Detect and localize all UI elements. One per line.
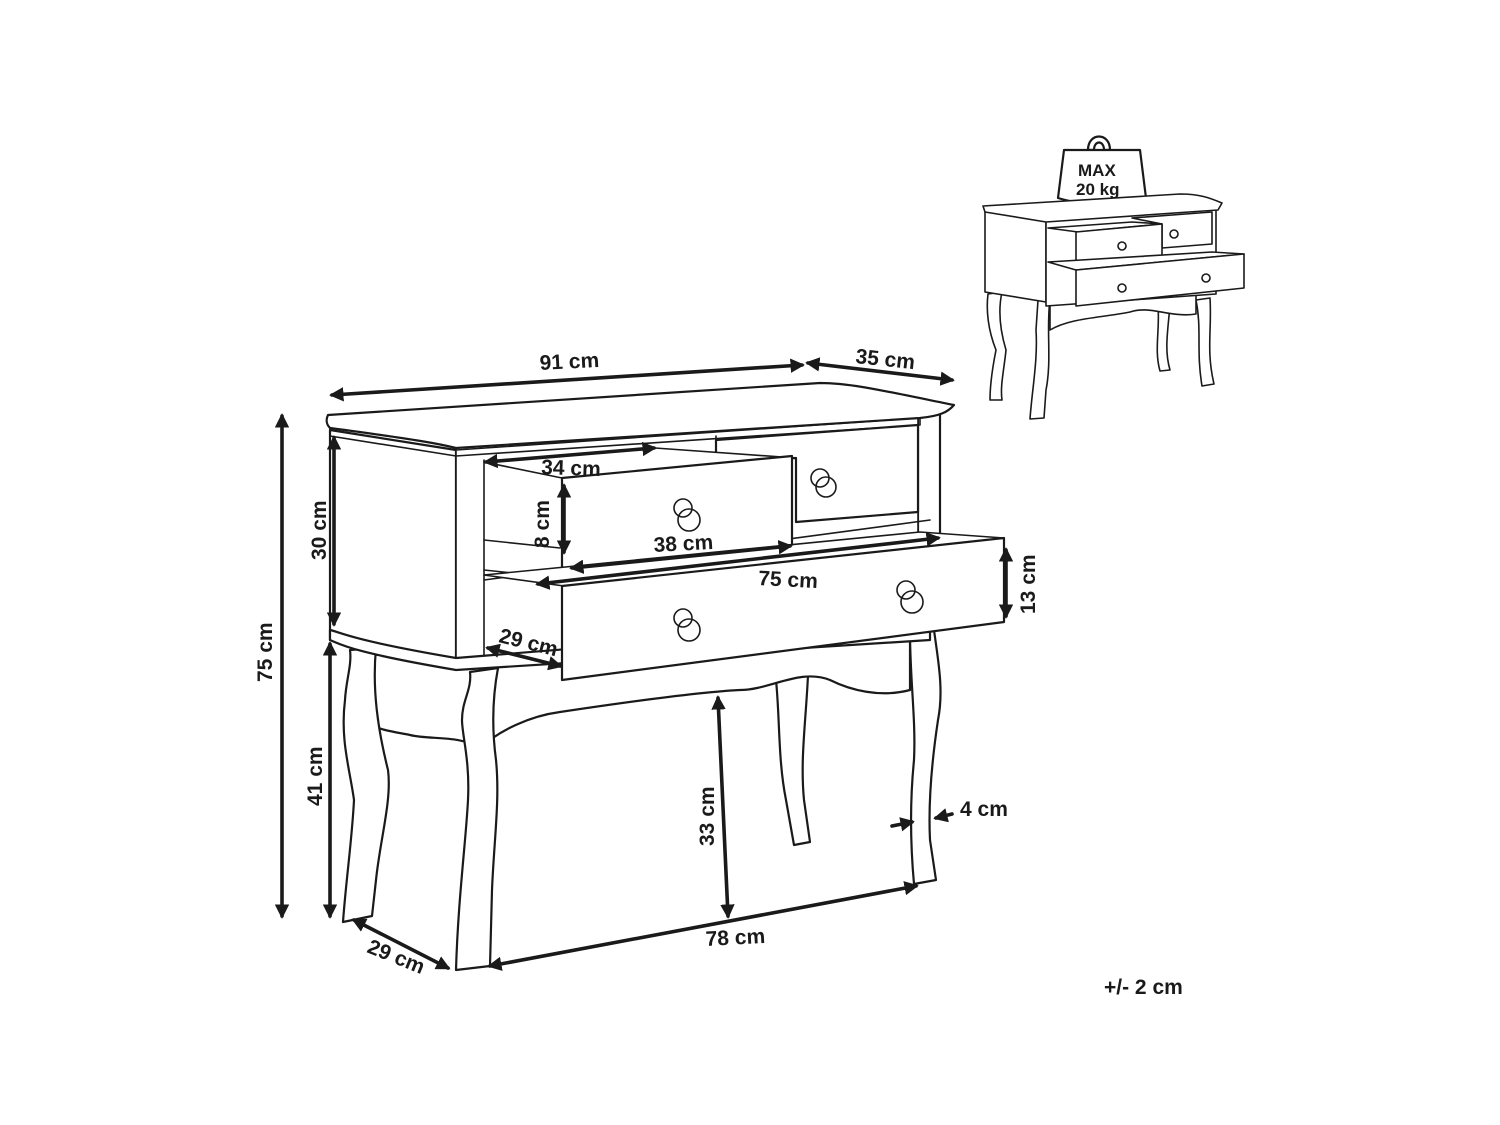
dimension-lines <box>274 357 1014 971</box>
label-width-total: 91 cm <box>539 349 600 375</box>
console-table-drawing <box>325 381 1006 972</box>
front-leg-right <box>908 628 942 886</box>
front-leg-middle <box>454 666 500 972</box>
dimension-labels: 91 cm 35 cm 75 cm 30 cm 41 cm 34 cm 8 cm… <box>254 345 1040 979</box>
label-small-drawer-height: 8 cm <box>531 500 554 548</box>
svg-text:MAX: MAX <box>1078 161 1116 180</box>
label-leg-thickness: 4 cm <box>960 798 1008 821</box>
back-leg-right <box>774 673 812 847</box>
label-small-drawer-front-width: 38 cm <box>653 531 714 557</box>
label-leg-span-width: 78 cm <box>705 925 766 951</box>
cabinet-left-side <box>328 428 458 666</box>
label-cabinet-height: 30 cm <box>308 500 331 560</box>
load-capacity-thumbnail: MAX 20 kg <box>982 135 1245 420</box>
weight-icon: MAX 20 kg <box>1056 135 1148 206</box>
ring-pull-icon <box>673 498 701 532</box>
label-height-total: 75 cm <box>254 622 277 682</box>
front-leg-left <box>341 646 390 924</box>
tolerance-note: +/- 2 cm <box>1104 976 1183 999</box>
label-clearance-height: 33 cm <box>696 786 719 846</box>
label-leg-height: 41 cm <box>304 746 327 806</box>
label-large-drawer-height: 13 cm <box>1017 554 1040 614</box>
label-large-drawer-width: 75 cm <box>758 567 819 593</box>
ring-pull-icon <box>810 468 837 498</box>
label-small-drawer-inner-width: 34 cm <box>541 456 601 481</box>
ring-pull-icon <box>673 608 701 642</box>
svg-text:20 kg: 20 kg <box>1076 180 1119 199</box>
